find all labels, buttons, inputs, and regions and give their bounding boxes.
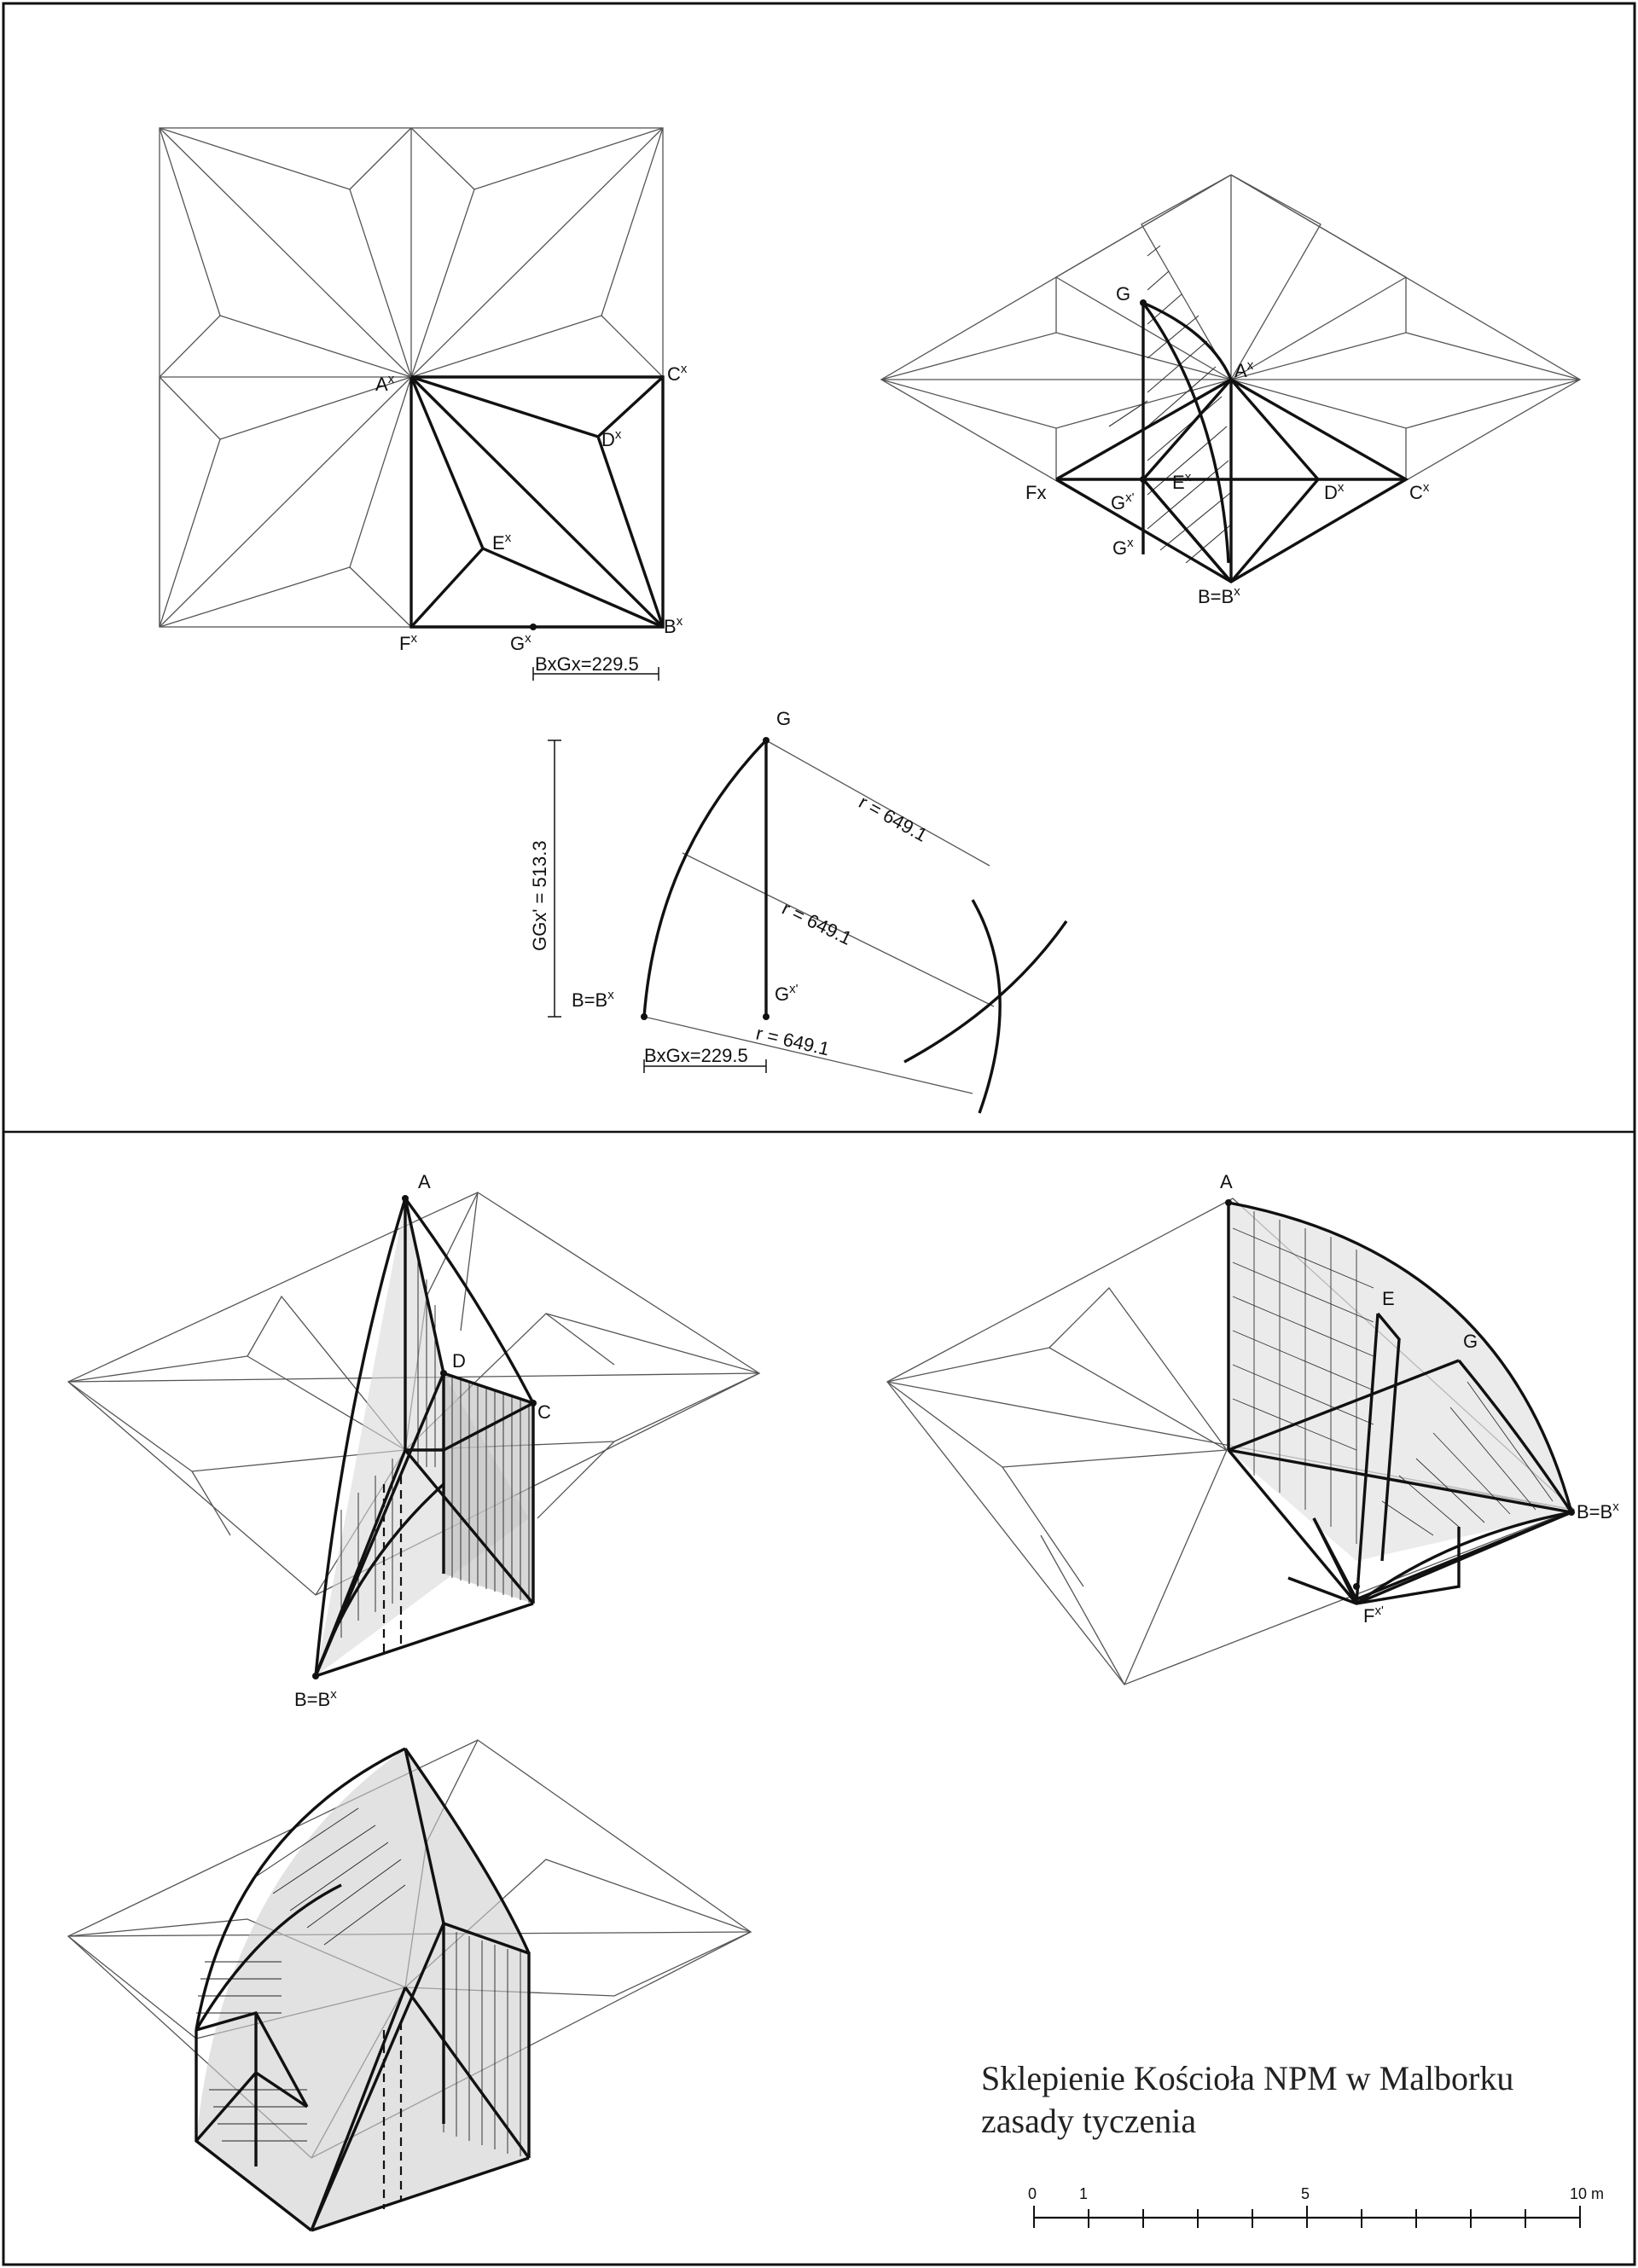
- label-gx-prime-rot: Gx': [1111, 490, 1135, 513]
- rotated-hatching: [1108, 245, 1232, 564]
- label-gx-rot: Gx: [1112, 536, 1134, 559]
- vertical-dimension: GGx' = 513.3: [529, 740, 561, 1018]
- axon-right: A E G Fx' B=Bx: [886, 1171, 1619, 1685]
- title-line-1: Sklepienie Kościoła NPM w Malborku: [981, 2059, 1513, 2097]
- scale-bar-ticks: [1033, 2206, 1581, 2228]
- title-line-2: zasady tyczenia: [981, 2102, 1196, 2140]
- construction-diagram: G Gx' B=Bx r = 649.1 r = 649.1 r = 649.1…: [529, 708, 1068, 1114]
- scale-label-0: 0: [1028, 2185, 1037, 2202]
- label-g-rot: G: [1116, 283, 1130, 305]
- axon-bottom-hatch: [196, 1807, 521, 2156]
- label-bx: Bx: [664, 614, 683, 637]
- axon-bottom: [67, 1739, 752, 2232]
- label-gx: Gx: [510, 631, 531, 654]
- label-bbx-axl: B=Bx: [294, 1687, 337, 1710]
- label-fx-axr: Fx': [1363, 1604, 1384, 1627]
- point-gx-marker: [530, 624, 537, 630]
- label-gx-prime-const: Gx': [775, 982, 799, 1005]
- shade-right-face: [444, 1373, 533, 1604]
- scale-bar: 0 1 5 10 m: [1028, 2185, 1604, 2228]
- label-a-axl: A: [418, 1171, 431, 1192]
- dimension-ggx: GGx' = 513.3: [529, 840, 550, 951]
- label-g-const: G: [776, 708, 791, 729]
- label-d-axl: D: [452, 1350, 466, 1372]
- dimension-bxgx-plan: BxGx=229.5: [535, 653, 639, 675]
- scale-label-1: 1: [1079, 2185, 1088, 2202]
- dimension-bxgx-const: BxGx=229.5: [644, 1045, 748, 1066]
- label-bbx-rot: B=Bx: [1198, 584, 1240, 607]
- label-c-axl: C: [537, 1401, 551, 1423]
- plan-view: Ax Cx Dx Ex Fx Gx Bx BxGx=229.5: [159, 127, 688, 681]
- label-dx: Dx: [601, 427, 622, 450]
- label-ex: Ex: [492, 531, 512, 554]
- label-fx: Fx: [399, 631, 417, 654]
- radius-label-2: r = 649.1: [779, 897, 856, 949]
- label-bbx-const: B=Bx: [572, 988, 614, 1011]
- scale-label-10: 10 m: [1570, 2185, 1604, 2202]
- label-cx: Cx: [667, 362, 688, 385]
- label-a-axr: A: [1220, 1171, 1233, 1192]
- plan-thick-lines: [410, 375, 665, 629]
- shade-dome: [1228, 1203, 1571, 1561]
- label-dx-rot: Dx: [1324, 480, 1345, 503]
- title-block: Sklepienie Kościoła NPM w Malborku zasad…: [981, 2059, 1513, 2140]
- plan-dimension: BxGx=229.5: [532, 653, 659, 681]
- label-cx-rot: Cx: [1409, 480, 1430, 503]
- label-ax-rot: Ax: [1234, 358, 1254, 381]
- label-ax: Ax: [375, 372, 395, 395]
- radius-label-1: r = 649.1: [856, 792, 932, 846]
- label-fx-rot: Fx: [1025, 482, 1046, 503]
- scale-label-5: 5: [1301, 2185, 1310, 2202]
- horizontal-dimension: BxGx=229.5: [643, 1045, 767, 1073]
- shade-assembled: [196, 1749, 529, 2230]
- label-g-axr: G: [1463, 1331, 1478, 1352]
- radius-label-3: r = 649.1: [754, 1023, 832, 1060]
- label-bbx-axr: B=Bx: [1577, 1499, 1619, 1523]
- axon-left: A D C B=Bx: [67, 1171, 761, 1710]
- label-e-axr: E: [1382, 1288, 1395, 1309]
- label-ex-rot: Ex: [1172, 470, 1192, 493]
- rotated-plan: G Ax Fx Gx' Ex Dx Cx Gx B=Bx: [880, 174, 1582, 607]
